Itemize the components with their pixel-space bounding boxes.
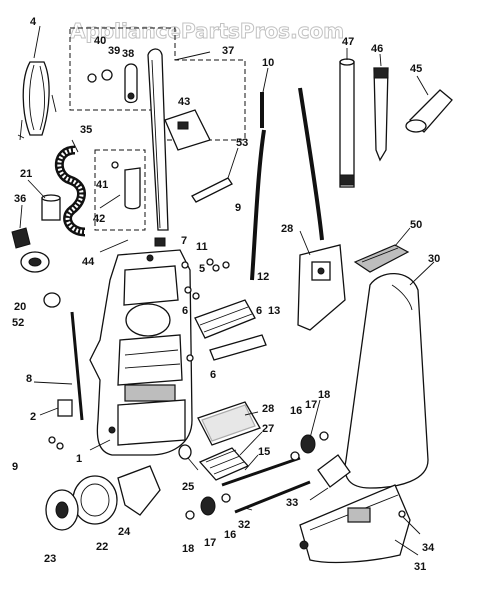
label-15: 15 xyxy=(258,446,270,458)
label-1: 1 xyxy=(76,453,82,465)
label-53: 53 xyxy=(236,137,248,149)
label-21: 21 xyxy=(20,168,32,180)
part-hanger-hardware xyxy=(87,63,138,104)
label-9: 9 xyxy=(235,202,241,214)
part-cord xyxy=(17,61,57,141)
label-45: 45 xyxy=(410,63,422,75)
label-43: 43 xyxy=(178,96,190,108)
label-12: 12 xyxy=(257,271,269,283)
part-30-bag-cover xyxy=(344,273,429,489)
part-hose xyxy=(54,145,86,237)
part-20 xyxy=(20,251,50,273)
label-13: 13 xyxy=(268,305,280,317)
label-17-a: 17 xyxy=(305,399,317,411)
leader-lines xyxy=(19,25,435,556)
part-28-filter-frame xyxy=(297,244,346,331)
part-32-belt xyxy=(234,480,311,514)
label-34: 34 xyxy=(422,542,435,554)
label-32: 32 xyxy=(238,519,250,531)
part-bracket-43 xyxy=(164,109,211,151)
label-36: 36 xyxy=(14,193,26,205)
part-9-screws-right xyxy=(206,258,230,272)
part-7 xyxy=(154,237,166,247)
label-11: 11 xyxy=(196,241,208,253)
assembly-outline-42 xyxy=(94,149,146,231)
label-28: 28 xyxy=(281,223,293,235)
label-30: 30 xyxy=(428,253,440,265)
label-39: 39 xyxy=(108,45,120,57)
label-35: 35 xyxy=(80,124,92,136)
part-45-brush xyxy=(405,89,453,133)
label-25: 25 xyxy=(182,481,194,493)
part-number-labels: 4 40 39 38 37 10 47 46 45 35 43 53 21 41… xyxy=(12,16,440,573)
part-15-brush-roll xyxy=(221,456,301,487)
part-36 xyxy=(11,227,31,249)
part-10-wands xyxy=(250,87,324,281)
part-27-grille xyxy=(198,447,250,481)
part-24-funnel xyxy=(117,465,161,516)
label-10: 10 xyxy=(262,57,274,69)
part-23-fan xyxy=(45,489,79,531)
part-31-base xyxy=(299,484,411,564)
label-38: 38 xyxy=(122,48,134,60)
label-6-c: 6 xyxy=(210,369,216,381)
label-42: 42 xyxy=(93,213,105,225)
part-52 xyxy=(43,292,61,308)
part-handle-tube xyxy=(147,48,169,231)
label-24: 24 xyxy=(118,526,131,538)
label-41: 41 xyxy=(96,179,108,191)
assembly-outline-37 xyxy=(69,27,246,141)
label-50: 50 xyxy=(410,219,422,231)
part-34-screw xyxy=(398,510,406,518)
label-6-a: 6 xyxy=(182,305,188,317)
label-40: 40 xyxy=(94,35,106,47)
part-12-filter-plate xyxy=(194,299,256,339)
part-22-motor xyxy=(72,475,118,525)
label-2: 2 xyxy=(30,411,36,423)
label-18-a: 18 xyxy=(318,389,330,401)
label-33: 33 xyxy=(286,497,298,509)
label-31: 31 xyxy=(414,561,426,573)
part-2 xyxy=(57,399,73,417)
label-5: 5 xyxy=(199,263,205,275)
part-screws-center xyxy=(181,261,200,362)
label-27: 27 xyxy=(262,423,274,435)
label-4: 4 xyxy=(30,16,37,28)
part-33 xyxy=(317,454,351,488)
label-7: 7 xyxy=(181,235,187,247)
label-9-b: 9 xyxy=(12,461,18,473)
label-18-b: 18 xyxy=(182,543,194,555)
part-28-filter-pad xyxy=(197,401,261,446)
watermark: AppliancePartsPros.com xyxy=(70,19,344,43)
part-cord-hook xyxy=(111,161,141,210)
part-endcaps-left xyxy=(185,493,231,520)
part-50-latch xyxy=(353,244,410,273)
part-endcaps-right xyxy=(290,431,329,461)
label-20: 20 xyxy=(14,301,26,313)
label-47: 47 xyxy=(342,36,354,48)
part-main-housing xyxy=(89,249,193,456)
label-44: 44 xyxy=(82,256,95,268)
label-46: 46 xyxy=(371,43,383,55)
label-16-a: 16 xyxy=(290,405,302,417)
label-23: 23 xyxy=(44,553,56,565)
part-13-bar xyxy=(209,334,267,361)
label-22: 22 xyxy=(96,541,108,553)
part-8-rod xyxy=(70,311,84,421)
part-53 xyxy=(191,177,233,203)
part-25 xyxy=(178,444,192,460)
part-47-tube xyxy=(339,58,355,188)
label-8: 8 xyxy=(26,373,32,385)
part-21 xyxy=(41,194,61,221)
label-17-b: 17 xyxy=(204,537,216,549)
label-37: 37 xyxy=(222,45,234,57)
label-16-b: 16 xyxy=(224,529,236,541)
part-9-screws-left xyxy=(48,436,64,450)
label-52: 52 xyxy=(12,317,24,329)
label-28-b: 28 xyxy=(262,403,274,415)
label-6-b: 6 xyxy=(256,305,262,317)
part-46-crevice-tool xyxy=(373,67,389,162)
